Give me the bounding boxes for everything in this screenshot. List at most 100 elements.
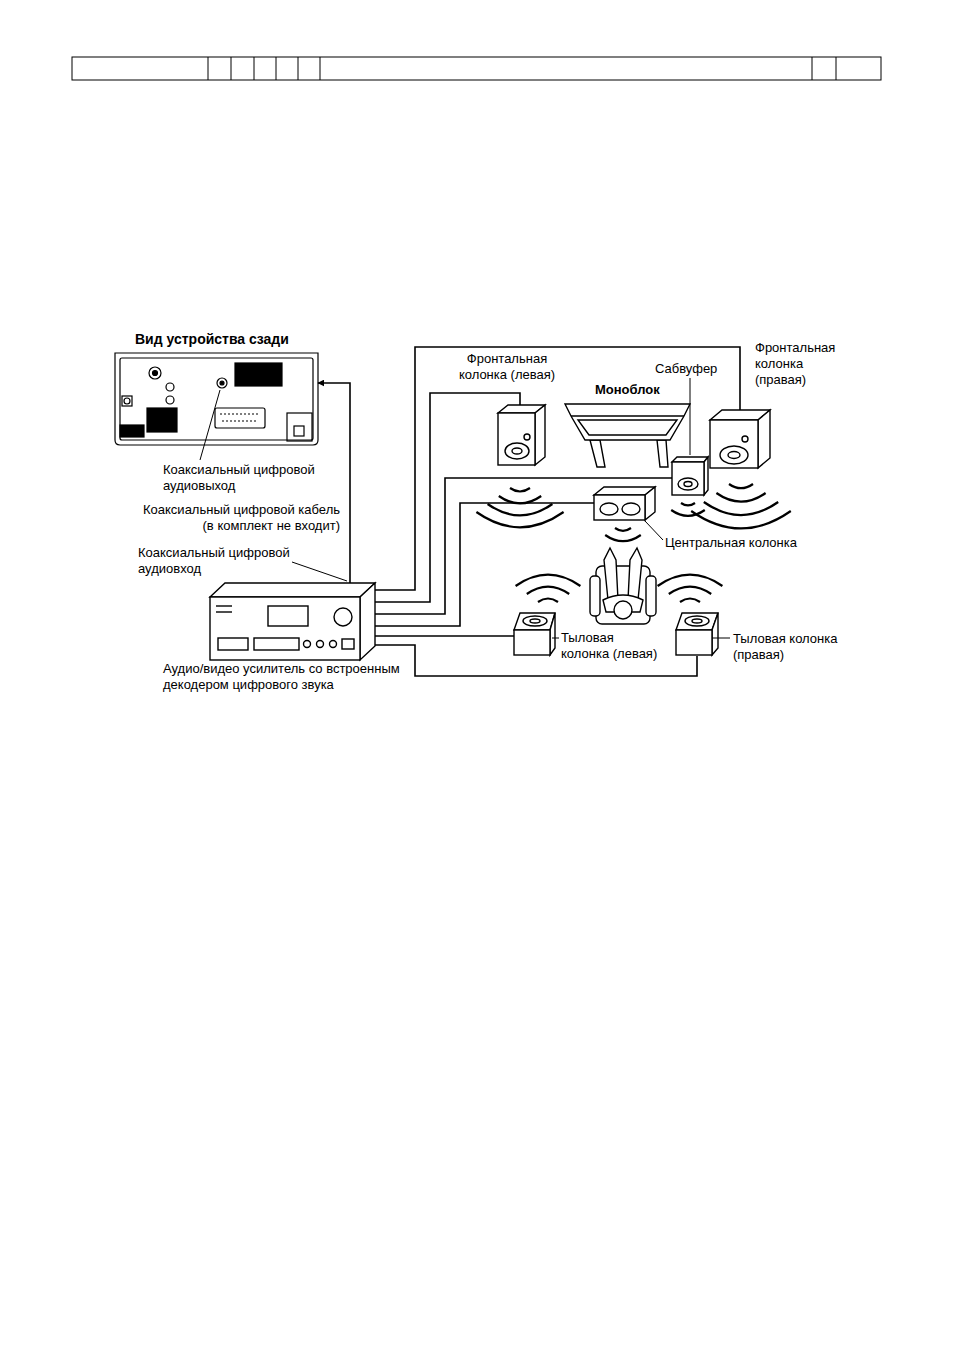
output-jack-label-holder: Коаксиальный цифровой аудиовыход xyxy=(163,462,328,494)
sound-wave-arc xyxy=(669,587,711,594)
sound-wave-arc xyxy=(729,484,753,488)
sound-wave-arc xyxy=(716,493,765,502)
rear-panel-part xyxy=(124,398,130,404)
center-speaker-drawing xyxy=(594,487,655,520)
sound-wave-arc xyxy=(510,488,530,492)
listener-drawing xyxy=(590,548,656,624)
front-left-speaker-drawing-part xyxy=(505,443,529,459)
subwoofer-label-holder: Сабвуфер xyxy=(655,361,717,377)
amplifier-drawing-part xyxy=(210,597,360,660)
leader-lines-part xyxy=(645,521,663,540)
subwoofer-drawing-part xyxy=(672,462,704,495)
front-right-speaker-label: Фронтальная колонка (правая) xyxy=(755,340,847,388)
amplifier-drawing-part xyxy=(216,605,232,606)
rear-right-speaker-drawing-part xyxy=(712,613,718,655)
center-speaker-label-holder: Центральная колонка xyxy=(665,535,797,551)
front-right-speaker-drawing-part xyxy=(742,436,748,442)
output-jack-label: Коаксиальный цифровой аудиовыход xyxy=(163,462,328,494)
sound-wave-arc xyxy=(527,587,569,594)
front-right-speaker-drawing-part xyxy=(728,452,740,459)
rear-panel-label-holder: Вид устройства сзади xyxy=(135,331,289,348)
front-left-speaker-drawing-part xyxy=(512,448,522,454)
rear-panel-label: Вид устройства сзади xyxy=(135,331,289,348)
amplifier-drawing-part xyxy=(342,639,354,649)
amplifier-drawing-part xyxy=(218,638,248,650)
rear-panel-part xyxy=(120,425,144,437)
listener-drawing-part xyxy=(604,548,618,600)
header-table-part xyxy=(231,57,232,80)
front-right-speaker: Фронтальная колонка (правая) xyxy=(710,410,770,468)
sound-wave-arc xyxy=(615,528,631,531)
cable-label: Коаксиальный цифровой кабель (в комплект… xyxy=(130,502,340,534)
rear-right-speaker-drawing-part xyxy=(685,616,709,626)
amplifier-drawing xyxy=(210,583,375,660)
rear-left-speaker-label: Тыловая колонка (левая) xyxy=(561,630,661,662)
tv-drawing-part xyxy=(657,440,668,467)
rear-left-speaker: Тыловая колонка (левая) xyxy=(514,613,556,656)
tv-drawing-part xyxy=(571,415,684,416)
header-table-part xyxy=(812,57,813,80)
rear-left-speaker-label-holder: Тыловая колонка (левая) xyxy=(561,630,661,662)
center-speaker-label: Центральная колонка xyxy=(665,535,797,551)
sound-wave-arc xyxy=(704,502,778,515)
cable-line xyxy=(375,503,594,626)
input-jack-label-holder: Коаксиальный цифровой аудиовход xyxy=(138,545,303,577)
rear-left-speaker-drawing-part xyxy=(550,613,555,655)
listener-drawing-part xyxy=(614,601,632,619)
rear-panel-part xyxy=(122,396,132,406)
amplifier-drawing-part xyxy=(254,638,299,650)
amplifier-drawing-part xyxy=(334,608,352,626)
listener-drawing-part xyxy=(646,576,656,616)
front-left-speaker-drawing xyxy=(498,405,545,465)
input-jack-label: Коаксиальный цифровой аудиовход xyxy=(138,545,303,577)
subwoofer-drawing xyxy=(672,457,708,495)
amplifier-drawing-part xyxy=(210,583,375,597)
sound-wave-arc xyxy=(691,511,791,528)
rear-panel-part xyxy=(220,413,260,414)
sound-wave-arc xyxy=(538,599,558,603)
leader-lines-part xyxy=(552,638,559,639)
rear-left-speaker-drawing-part xyxy=(530,619,540,623)
header-table-part xyxy=(208,57,209,80)
sound-wave-arc xyxy=(605,535,641,541)
header-table xyxy=(72,57,881,80)
sound-wave-arc xyxy=(671,510,705,516)
rear-panel-part xyxy=(215,408,265,428)
header-table-part xyxy=(320,57,321,80)
subwoofer-drawing-part xyxy=(678,478,698,490)
rear-panel-part xyxy=(222,420,258,421)
listener-drawing-part xyxy=(590,576,600,616)
rear-right-speaker-drawing-part xyxy=(692,619,702,623)
rear-panel-part xyxy=(149,367,161,379)
rear-panel: Вид устройства сзади xyxy=(115,353,318,445)
front-right-speaker-drawing xyxy=(710,410,770,468)
rear-panel-part xyxy=(294,426,304,436)
rear-right-speaker-label: Тыловая колонка (правая) xyxy=(733,631,845,663)
amplifier-drawing-part xyxy=(317,641,324,648)
rear-panel-part xyxy=(235,363,282,386)
rear-panel-part xyxy=(147,408,177,432)
sound-wave-arc xyxy=(488,504,553,515)
subwoofer-label: Сабвуфер xyxy=(655,361,717,377)
amplifier-label-holder: Аудио/видео усилитель со встроенным деко… xyxy=(163,661,413,693)
amplifier-drawing-part xyxy=(360,583,375,660)
front-left-speaker: Фронтальная колонка (левая) xyxy=(498,405,546,465)
amplifier-drawing-part xyxy=(268,606,308,626)
rear-panel-part xyxy=(287,413,312,441)
rear-left-speaker-drawing-part xyxy=(523,616,547,626)
amplifier-drawing-part xyxy=(330,641,337,648)
front-left-speaker-label-holder: Фронтальная колонка (левая) xyxy=(448,351,566,383)
rear-panel-part xyxy=(220,381,224,385)
cable-line xyxy=(375,478,672,614)
amplifier-label: Аудио/видео усилитель со встроенным деко… xyxy=(163,661,413,693)
rear-left-speaker-drawing xyxy=(514,613,555,655)
center-speaker-drawing-part xyxy=(600,503,618,515)
front-left-speaker-drawing-part xyxy=(524,434,530,440)
rear-left-speaker-drawing-part xyxy=(514,630,550,655)
amplifier: Аудио/видео усилитель со встроенным деко… xyxy=(210,583,375,660)
tv-monoblock-label-holder: Моноблок xyxy=(595,382,660,398)
tv-monoblock: Моноблок xyxy=(565,403,692,467)
